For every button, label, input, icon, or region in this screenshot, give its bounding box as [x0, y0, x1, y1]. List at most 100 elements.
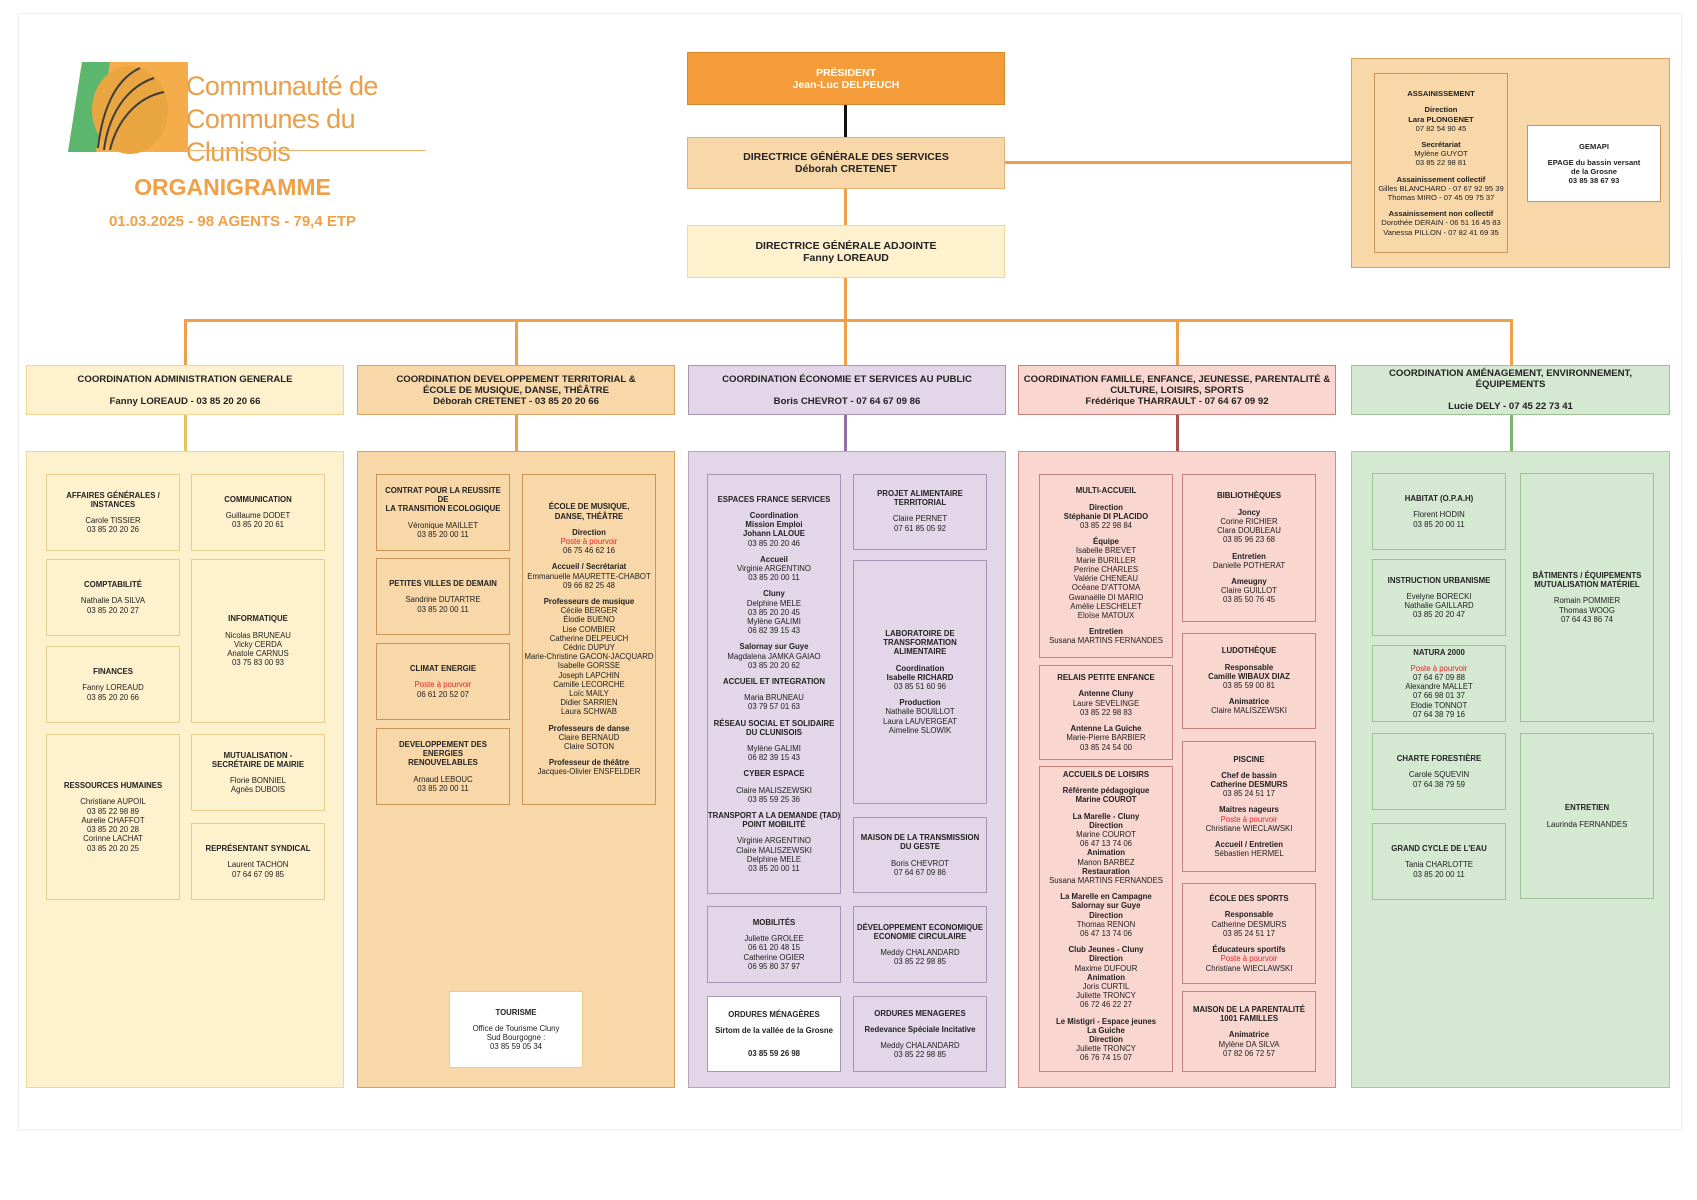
connector-c4-panel [1176, 415, 1179, 451]
role-label: Éducateurs sportifs [1212, 945, 1286, 955]
service-title: ESPACES FRANCE SERVICES [717, 494, 831, 504]
person-name: Alexandre MALLET [1405, 682, 1473, 692]
service-title: CHARTE FORESTIÈRE [1396, 754, 1482, 764]
site-label: La Marelle - Cluny [1072, 811, 1140, 821]
panel-admin [26, 451, 344, 1088]
page-subtitle: 01.03.2025 - 98 AGENTS - 79,4 ETP [108, 213, 357, 230]
phone: 07 64 67 09 85 [231, 869, 285, 879]
person-name: Elodie TONNOT [1410, 700, 1468, 710]
person-name: Amélie LESCHELET [1070, 601, 1142, 611]
person-name: Christiane WIECLAWSKI [1205, 963, 1293, 973]
site-label: Club Jeunes - Cluny [1068, 945, 1144, 955]
coordination-person: Boris CHEVROT - 07 64 67 09 86 [773, 395, 921, 407]
phone: 03 85 20 20 45 [747, 607, 801, 617]
phone: 06 95 80 37 97 [747, 961, 801, 971]
person-name: Mylène GALIMI [747, 616, 801, 626]
phone: 07 64 38 79 59 [1412, 779, 1466, 789]
service-representant-syndical: REPRÉSENTANT SYNDICAL Laurent TACHON 07 … [191, 823, 325, 900]
president-box: PRÉSIDENT Jean-Luc DELPEUCH [687, 52, 1005, 105]
coordination-title: COORDINATION ÉCONOMIE ET SERVICES AU PUB… [722, 373, 972, 385]
phone: 06 61 20 48 15 [747, 943, 801, 953]
person-name: Marine COUROT [1075, 795, 1137, 805]
service-title: MOBILITÉS [752, 917, 796, 927]
person-name: Delphine MELE [746, 598, 802, 608]
logo-mark-icon [68, 62, 188, 154]
section-title: ACCUEIL ET INTEGRATION [723, 677, 825, 686]
service-title: MAISON DE LA TRANSMISSION [860, 833, 980, 843]
service-title: ORDURES MÉNAGÈRES [728, 1009, 820, 1019]
assain-non-collectif-2: Vanessa PILLON - 07 82 41 69 35 [1383, 227, 1499, 237]
phone: 03 85 24 51 17 [1222, 928, 1276, 938]
service-title-2: TRANSFORMATION ALIMENTAIRE [883, 638, 957, 657]
person-name: Evelyne BORECKI [1406, 591, 1472, 601]
person-name: Jacques-Olivier ENSFELDER [537, 767, 641, 777]
person-name: Marie BURILLER [1076, 555, 1136, 565]
person-name: Mylène GALIMI [747, 744, 801, 754]
role-label: Animation [1086, 848, 1126, 858]
assainissement-box: ASSAINISSEMENT Direction Lara PLONGENET … [1374, 73, 1508, 253]
person-name: Romain POMMIER [1553, 596, 1621, 606]
page-frame [18, 13, 1682, 1130]
person-name: Stéphanie DI PLACIDO [1063, 511, 1149, 521]
section-title: TRANSPORT A LA DEMANDE (TAD) [707, 811, 841, 821]
person-name: Eloïse MATOUX [1077, 610, 1135, 620]
person-name: Gwanaëlle DI MARIO [1068, 592, 1144, 602]
service-title: RESSOURCES HUMAINES [63, 781, 163, 791]
service-title: LUDOTHÈQUE [1221, 646, 1277, 656]
service-title: ÉCOLE DES SPORTS [1209, 894, 1289, 904]
service-ludotheque: LUDOTHÈQUE Responsable Camille WIBAUX DI… [1182, 633, 1316, 729]
site-label: Salornay sur Guye [1071, 901, 1141, 911]
person-name: Catherine DESMURS [1210, 779, 1288, 789]
phone: 06 61 20 52 07 [416, 689, 470, 699]
phone: 03 85 20 00 11 [417, 783, 469, 793]
person-name: Meddy CHALANDARD [880, 1041, 960, 1050]
service-title: PROJET ALIMENTAIRE [877, 489, 963, 498]
service-entretien: ENTRETIEN Laurinda FERNANDES [1520, 733, 1654, 899]
phone: 07 64 43 86 74 [1560, 614, 1614, 624]
phone: 03 85 59 25 36 [747, 794, 801, 804]
phone: 03 85 24 54 00 [1079, 742, 1133, 752]
connector-bus-c1 [184, 319, 187, 365]
service-subtitle: Sirtom de la vallée de la Grosne [715, 1025, 833, 1035]
connector-dgs-dga [844, 189, 847, 225]
assain-collectif-label: Assainissement collectif [1396, 174, 1486, 184]
service-title: DÉVELOPPEMENT ECONOMIQUE [856, 922, 984, 932]
section-title: CYBER ESPACE [743, 769, 805, 779]
service-ressources-humaines: RESSOURCES HUMAINES Christiane AUPOIL 03… [46, 734, 180, 900]
service-natura-2000: NATURA 2000 Poste à pourvoir 07 64 67 09… [1372, 645, 1506, 722]
service-ecole-des-sports: ÉCOLE DES SPORTS Responsable Catherine D… [1182, 883, 1316, 984]
phone: 03 85 96 23 68 [1222, 535, 1276, 545]
person-name: Joseph LAPCHIN [558, 670, 620, 680]
service-title: ORDURES MENAGERES [874, 1008, 966, 1018]
person-name: Delphine MELE [746, 854, 802, 864]
person-name: Fanny LOREAUD [82, 683, 144, 693]
role-label: Accueil / Entretien [1214, 840, 1284, 849]
person-name: Camille LECORCHE [553, 679, 625, 689]
role-label: Professeurs de musique [543, 596, 635, 606]
coordination-amenagement-header: COORDINATION AMÉNAGEMENT, ENVIRONNEMENT,… [1351, 365, 1670, 415]
panel-eco [688, 451, 1006, 1088]
service-ordures-sirtom: ORDURES MÉNAGÈRES Sirtom de la vallée de… [707, 996, 841, 1072]
person-name: Claire MALISZEWSKI [1211, 706, 1287, 716]
service-title: MULTI-ACCUEIL [1075, 486, 1137, 496]
service-comptabilite: COMPTABILITÉ Nathalie DA SILVA 03 85 20 … [46, 559, 180, 636]
phone: 06 82 39 15 43 [747, 753, 801, 763]
coordination-person: Lucie DELY - 07 45 22 73 41 [1448, 401, 1573, 412]
panel-famille [1018, 451, 1336, 1088]
service-title-2: LA TRANSITION ECOLOGIQUE [385, 504, 501, 514]
person-name: Clara DOUBLEAU [1217, 526, 1281, 536]
phone: 07 64 67 09 86 [893, 867, 947, 877]
assainissement-title: ASSAINISSEMENT [1407, 89, 1475, 99]
role-label: Direction [1089, 910, 1123, 920]
phone: 07 82 06 72 57 [1222, 1048, 1276, 1058]
service-title: COMMUNICATION [224, 495, 292, 504]
person-name: Meddy CHALANDARD [880, 948, 960, 957]
person-name: Nathalie BOUILLOT [885, 707, 955, 717]
phone: 03 85 20 00 11 [417, 529, 469, 539]
service-mobilites: MOBILITÉS Juliette GROLEE 06 61 20 48 15… [707, 906, 841, 983]
coordination-famille-header: COORDINATION FAMILLE, ENFANCE, JEUNESSE,… [1018, 365, 1336, 415]
person-name: Claire MALISZEWSKI [736, 845, 812, 855]
service-maison-parentalite: MAISON DE LA PARENTALITÉ 1001 FAMILLES A… [1182, 991, 1316, 1072]
president-role: PRÉSIDENT [815, 66, 877, 79]
service-informatique: INFORMATIQUE Nicolas BRUNEAU Vicky CERDA… [191, 559, 325, 723]
